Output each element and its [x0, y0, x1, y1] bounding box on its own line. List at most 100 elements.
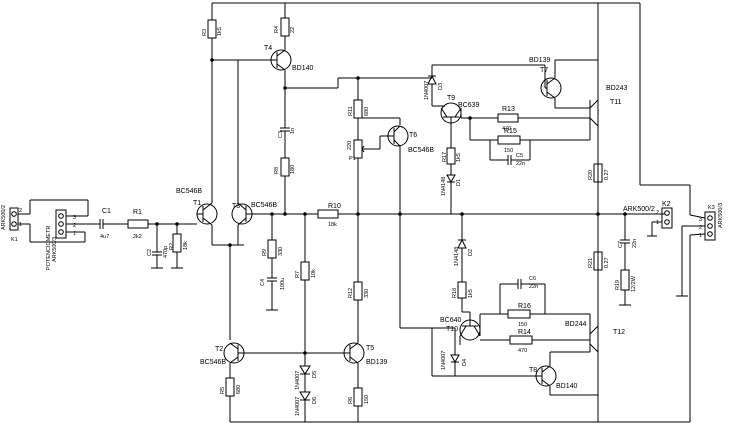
- k1-label: K1: [11, 237, 18, 243]
- r5-label: R5: [220, 387, 226, 394]
- k1-connector-label: ARK500/2: [1, 205, 7, 230]
- c5-label: C5: [516, 153, 523, 159]
- r13-value: 470: [502, 126, 511, 132]
- r20-label: R20: [588, 170, 594, 180]
- transistor-t12: BD244 T12: [565, 321, 625, 353]
- c7-value: 22n: [632, 239, 638, 248]
- d2-label: D2: [468, 249, 474, 256]
- p1-label: P1: [349, 156, 356, 162]
- r13-label: R13: [502, 106, 515, 113]
- transistor-t9: T9 BC639: [440, 95, 480, 128]
- resistor-r20: R20 0.27: [588, 163, 610, 183]
- resistor-r3: R3 1k5: [202, 19, 223, 39]
- r21-label: R21: [588, 258, 594, 268]
- t5-label: T5: [366, 345, 374, 352]
- t12-label: T12: [613, 329, 625, 336]
- r3-value: 1k5: [217, 27, 223, 36]
- r5-value: 680: [236, 385, 242, 394]
- resistor-r21: R21 0.27: [588, 251, 610, 271]
- r19-value: 12/2W: [631, 275, 637, 292]
- t2-type: BC546B: [200, 359, 226, 366]
- diode-d3: 1N4007 D3: [424, 74, 444, 100]
- r17-label: R17: [442, 152, 448, 162]
- k2-pin2: 2: [656, 210, 659, 216]
- transistor-t6: T6 BC546B: [387, 125, 434, 154]
- d4-label: D4: [462, 359, 468, 366]
- capacitor-c3: C3 1n: [278, 88, 296, 158]
- r14-value: 470: [518, 348, 527, 354]
- c2-value: 470p: [163, 246, 169, 258]
- t6-type: BC546B: [408, 147, 434, 154]
- diode-d2: 1N4148 D2: [454, 238, 474, 266]
- transistor-t8: T8 BD140: [529, 365, 578, 390]
- c5-value: 22n: [516, 161, 525, 167]
- d5-type: 1N4007: [295, 371, 301, 390]
- d2-type: 1N4148: [454, 247, 460, 266]
- d1-type: 1N4148: [441, 177, 447, 196]
- c4-label: C4: [260, 279, 266, 286]
- t12-type: BD244: [565, 321, 587, 328]
- connector-potentiometer: POTENCIOMETR ARK500/3 3 2 1: [46, 209, 95, 270]
- k3-connector-label: ARK500/3: [718, 203, 724, 228]
- r7-label: R7: [295, 271, 301, 278]
- d4-type: 1N4007: [441, 351, 447, 370]
- r12-label: R12: [348, 288, 354, 298]
- r2-value: 18k: [183, 241, 189, 250]
- t4-label: T4: [264, 45, 272, 52]
- r17-value: 1k5: [456, 153, 462, 162]
- transistor-t10: BC640 T10: [440, 312, 481, 341]
- transistor-t4: T4 BD140: [264, 45, 314, 72]
- transistor-t1: BC546B T1: [176, 188, 218, 226]
- t7-label: T7: [540, 67, 548, 74]
- capacitor-c1: C1 4u7: [95, 208, 128, 240]
- resistor-r4: R4 22: [274, 17, 296, 37]
- resistor-r19: R19 12/2W: [615, 269, 637, 292]
- r1-label: R1: [133, 209, 142, 216]
- c3-value: 1n: [290, 128, 296, 134]
- resistor-r7: R7 10k: [295, 261, 317, 281]
- r16-value: 150: [518, 322, 527, 328]
- d6-type: 1N4007: [295, 397, 301, 416]
- pot-connector-label: ARK500/3: [52, 237, 58, 262]
- resistor-r8: R8 180: [274, 157, 296, 177]
- t11-label: T11: [610, 99, 622, 106]
- r14-label: R14: [518, 329, 531, 336]
- k2-label: K2: [662, 201, 671, 208]
- resistor-r9: R9 330: [262, 239, 284, 259]
- r4-value: 22: [290, 27, 296, 33]
- c4-value: 100u: [280, 278, 286, 290]
- k1-pin2: 2: [19, 208, 22, 214]
- r6-value: 150: [364, 395, 370, 404]
- t5-type: BD139: [366, 359, 388, 366]
- r16-label: R16: [518, 303, 531, 310]
- r10-value: 18k: [328, 222, 337, 228]
- pot-pin3: 3: [73, 215, 76, 221]
- transistor-t2: T2 BC546B: [200, 342, 245, 366]
- transistor-t11: BD243 T11: [589, 85, 628, 127]
- capacitor-c2: C2 470p: [147, 224, 169, 269]
- k3-pin1: 1: [699, 233, 702, 239]
- k3-label: K3: [708, 205, 715, 211]
- t10-type: BC640: [440, 317, 462, 324]
- t3-label: T3: [232, 203, 240, 210]
- k1-pin1: 1: [19, 222, 22, 228]
- connector-k2: ARK500/2 K2 2 1: [623, 201, 673, 229]
- d6-label: D6: [312, 397, 318, 404]
- t1-type: BC546B: [176, 188, 202, 195]
- capacitor-c7: C7 22n: [618, 239, 638, 248]
- k3-pin2: 2: [699, 225, 702, 231]
- r19-label: R19: [615, 280, 621, 290]
- c7-label: C7: [618, 241, 624, 248]
- r1-value: 2k2: [133, 234, 142, 240]
- r12-value: 330: [364, 289, 370, 298]
- c1-label: C1: [102, 208, 111, 215]
- resistor-r18: R18 1k5: [452, 281, 474, 299]
- r2-label: R2: [169, 243, 175, 250]
- c2-label: C2: [147, 249, 153, 256]
- connector-k1: ARK500/2 K1 2 1: [1, 199, 89, 243]
- r7-value: 10k: [311, 269, 317, 278]
- t9-type: BC639: [458, 102, 480, 109]
- resistor-r10: R10 18k: [317, 203, 341, 228]
- negative-rail: [230, 235, 691, 423]
